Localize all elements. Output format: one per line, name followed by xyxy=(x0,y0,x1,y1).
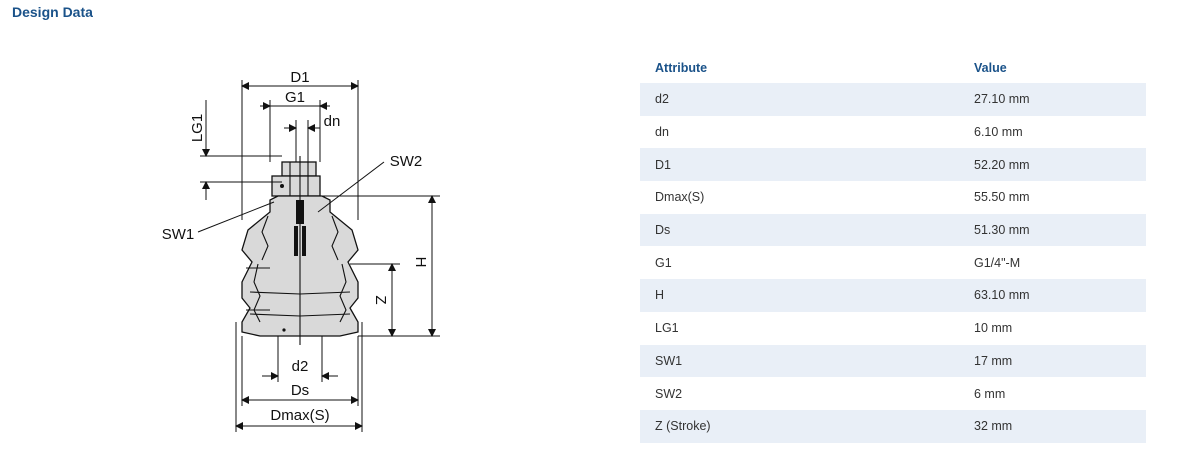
attribute-cell: SW1 xyxy=(640,344,959,378)
label-h: H xyxy=(412,257,429,268)
label-dmax: Dmax(S) xyxy=(270,407,329,424)
label-dn: dn xyxy=(324,113,341,130)
table-row: Z (Stroke)32 mm xyxy=(640,409,1146,443)
value-cell: 6 mm xyxy=(974,386,1006,401)
value-cell: 63.10 mm xyxy=(959,279,1146,312)
attribute-cell: Z (Stroke) xyxy=(640,409,959,443)
value-cell: 6.10 mm xyxy=(974,125,1023,140)
hex-nut xyxy=(271,175,321,197)
value-cell: 55.50 mm xyxy=(974,190,1030,205)
attribute-cell: Ds xyxy=(640,213,959,247)
value-cell: 10 mm xyxy=(974,321,1013,336)
label-d2: d2 xyxy=(292,358,309,375)
label-ds: Ds xyxy=(291,382,309,399)
label-g1: G1 xyxy=(285,89,305,106)
header-value: Value xyxy=(974,60,1007,75)
label-sw2: SW2 xyxy=(390,153,423,170)
attribute-cell: SW2 xyxy=(655,386,683,401)
table-header-row: Attribute Value xyxy=(640,52,1146,83)
technical-drawing: D1 G1 dn LG1 SW2 SW1 H Z d2 Ds Dmax(S) xyxy=(162,69,440,432)
attribute-cell: LG1 xyxy=(655,321,679,336)
table-row: G1 G1/4"-M xyxy=(640,246,1146,279)
table-row: SW2 6 mm xyxy=(640,377,1146,410)
table-row: Dmax(S) 55.50 mm xyxy=(640,181,1146,214)
suction-cup-drawing: D1 G1 dn LG1 SW2 SW1 H Z d2 Ds Dmax(S) xyxy=(150,60,450,440)
value-cell: 27.10 mm xyxy=(959,83,1146,116)
table-row: dn 6.10 mm xyxy=(640,116,1146,149)
label-d1: D1 xyxy=(290,69,309,86)
attribute-cell: Dmax(S) xyxy=(655,190,705,205)
value-cell: 32 mm xyxy=(959,409,1146,443)
label-z: Z xyxy=(372,295,389,304)
label-lg1: LG1 xyxy=(189,114,206,142)
section-title: Design Data xyxy=(12,4,93,20)
table-row: LG1 10 mm xyxy=(640,312,1146,345)
attribute-cell: G1 xyxy=(655,255,672,270)
attribute-cell: D1 xyxy=(640,148,959,182)
value-cell: 51.30 mm xyxy=(959,213,1146,247)
attribute-cell: dn xyxy=(655,125,669,140)
value-cell: G1/4"-M xyxy=(974,255,1021,270)
value-cell: 17 mm xyxy=(959,344,1146,378)
header-attribute: Attribute xyxy=(655,60,708,75)
label-sw1: SW1 xyxy=(162,226,195,243)
attribute-cell: d2 xyxy=(640,83,959,116)
thread-stem xyxy=(281,161,317,177)
attribute-cell: H xyxy=(640,279,959,312)
value-cell: 52.20 mm xyxy=(959,148,1146,182)
